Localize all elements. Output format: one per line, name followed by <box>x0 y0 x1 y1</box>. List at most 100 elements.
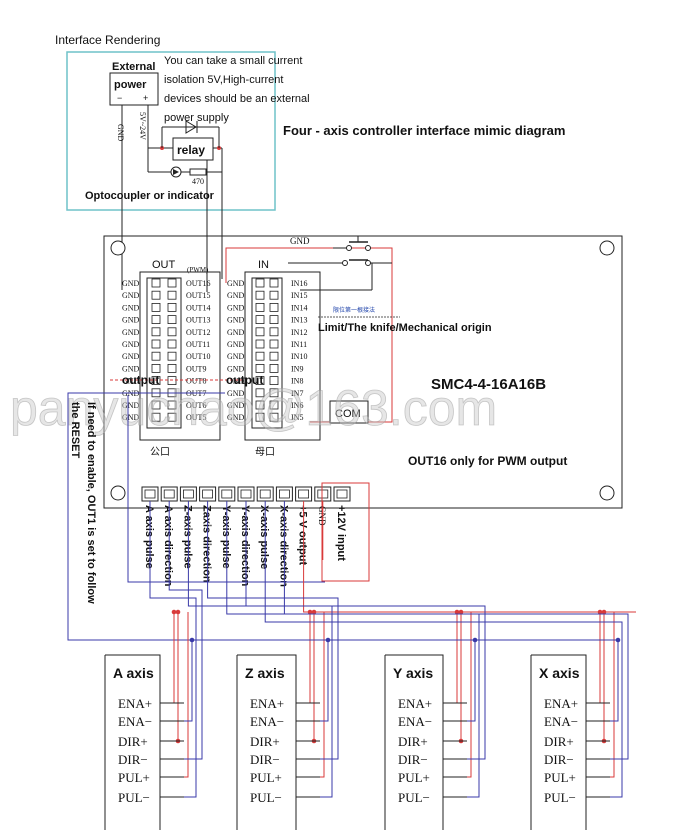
in-gnd-label: GND <box>227 316 245 325</box>
axis-name: Z axis <box>245 665 285 681</box>
terminal-screw <box>202 489 214 499</box>
axis-pin-label: DIR+ <box>250 734 280 749</box>
wire <box>207 501 339 760</box>
terminal-label: Y-axis pulse <box>220 505 232 569</box>
in-gnd-pin <box>255 400 265 410</box>
side-note-line-1: If need to enable, OUT1 is set to follow <box>85 402 97 604</box>
resistor-value: 470 <box>192 177 204 186</box>
out-gnd-label: GND <box>122 364 140 373</box>
in-signal-pin <box>269 400 279 410</box>
axis-pin-label: PUL+ <box>544 770 576 785</box>
out-signal-pin <box>167 278 177 288</box>
board-model: SMC4-4-16A16B <box>431 376 546 393</box>
com-port <box>329 400 369 424</box>
axis-pin-label: ENA+ <box>118 696 152 711</box>
axis-pin-label: PUL+ <box>118 770 150 785</box>
in-gnd-pin <box>255 351 265 361</box>
output-label-left: output <box>122 373 159 387</box>
axis-driver-box <box>530 654 587 830</box>
out-gnd-pin <box>151 351 161 361</box>
terminal-screw <box>317 489 329 499</box>
out-pin-label: OUT14 <box>186 303 210 312</box>
in-gnd-label: GND <box>227 377 245 386</box>
wire <box>245 501 486 760</box>
terminal-label: +12V input <box>335 505 347 561</box>
out-gnd-pin <box>151 302 161 312</box>
in-gnd-label: GND <box>227 340 245 349</box>
wire-junction <box>458 609 464 615</box>
wire-junction <box>189 637 195 643</box>
caption: Interface Rendering <box>55 33 160 47</box>
axis-pin-label: PUL− <box>250 790 282 805</box>
terminal-label: A axis pulse <box>143 505 155 569</box>
in-gnd-label: GND <box>227 279 245 288</box>
enable-wire <box>67 392 246 641</box>
axis-pin-label: DIR− <box>544 752 574 767</box>
in-pin-label: IN10 <box>291 352 307 361</box>
out-connector-inner <box>146 277 182 429</box>
in-connector <box>244 271 321 441</box>
axis-driver-box <box>384 654 444 830</box>
wire <box>443 640 476 722</box>
out-gnd-label: GND <box>122 413 140 422</box>
diode-symbol <box>185 120 198 134</box>
terminal-label: A axis direction <box>162 505 174 587</box>
mount-hole-tl <box>110 240 126 256</box>
axis-pin-label: ENA+ <box>250 696 284 711</box>
out-signal-pin <box>167 376 177 386</box>
power-minus: − <box>117 93 122 103</box>
in-gnd-label: GND <box>227 303 245 312</box>
out-gnd-label: GND <box>122 352 140 361</box>
led-arrows <box>173 169 179 175</box>
out-gnd-pin <box>151 400 161 410</box>
resistor-symbol <box>189 168 207 176</box>
in-pin-label: IN12 <box>291 328 307 337</box>
in-signal-pin <box>269 412 279 422</box>
in-signal-pin <box>269 315 279 325</box>
terminal-screw <box>298 489 310 499</box>
limit-tiny-label: 限位第一根接法 <box>333 306 375 314</box>
out-gnd-pin <box>151 278 161 288</box>
out-pin-label: OUT10 <box>186 352 210 361</box>
axis-pin-label: ENA− <box>118 714 152 729</box>
power-label: power <box>114 79 147 91</box>
in-gnd-pin <box>255 315 265 325</box>
axis-driver-box <box>104 654 161 830</box>
out-gnd-label: GND <box>122 377 140 386</box>
axis-pin-label: DIR+ <box>118 734 148 749</box>
out-gnd-pin <box>151 327 161 337</box>
wire <box>303 501 636 613</box>
relay-box <box>172 137 214 161</box>
in-gnd-pin <box>255 412 265 422</box>
axis-pin-label: PUL− <box>544 790 576 805</box>
watermark: panyuchao@163.com <box>10 380 497 436</box>
out-gnd-label: GND <box>122 279 140 288</box>
wire <box>443 612 458 704</box>
in-pin-label: IN11 <box>291 340 307 349</box>
in-gnd-label: GND <box>227 291 245 300</box>
gnd-vertical-label: GND <box>116 124 125 142</box>
wire <box>283 501 629 760</box>
axis-pin-label: PUL− <box>118 790 150 805</box>
terminal-label: X-axis direction <box>277 505 289 587</box>
wire <box>586 640 619 722</box>
terminal-label: GND <box>317 506 327 526</box>
out-pin-label: OUT8 <box>186 377 206 386</box>
terminal-screw <box>336 489 348 499</box>
terminal-screw <box>240 489 252 499</box>
diagram-title: Four - axis controller interface mimic d… <box>283 123 565 138</box>
in-gnd-pin <box>255 302 265 312</box>
wire-junction <box>175 609 181 615</box>
axis-driver-box <box>236 654 297 830</box>
terminal-screw <box>221 489 233 499</box>
power-frame <box>66 51 276 211</box>
axis-name: Y axis <box>393 665 433 681</box>
mount-hole-tr <box>599 240 615 256</box>
note-line-2: isolation 5V,High-current <box>164 74 283 86</box>
axis-pin-label: DIR− <box>118 752 148 767</box>
axis-pin-label: ENA+ <box>398 696 432 711</box>
axis-pin-label: ENA− <box>544 714 578 729</box>
female-port-label: 母口 <box>255 446 275 458</box>
wire <box>160 501 203 760</box>
